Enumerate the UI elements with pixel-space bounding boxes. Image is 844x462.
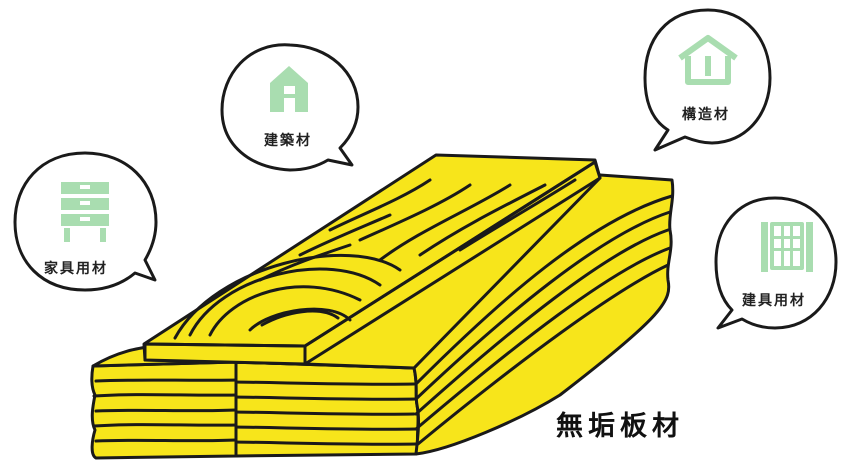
- top-plank: [142, 153, 602, 370]
- bubble-building-material: [220, 43, 360, 172]
- label-furniture-material: 家具用材: [44, 261, 108, 277]
- label-fittings-material: 建具用材: [742, 293, 806, 309]
- house-icon: [270, 66, 308, 112]
- label-building-material: 建築材: [264, 133, 312, 149]
- house-frame-icon: [678, 35, 738, 85]
- label-structural-material: 構造材: [682, 107, 730, 123]
- side-plank-lines: [414, 194, 674, 446]
- drawer-chest-icon: [61, 182, 109, 242]
- top-plank-grain: [143, 160, 597, 348]
- door-icon: [761, 222, 813, 272]
- main-title: 無垢板材: [556, 411, 684, 442]
- lower-plank-lines: [92, 360, 418, 458]
